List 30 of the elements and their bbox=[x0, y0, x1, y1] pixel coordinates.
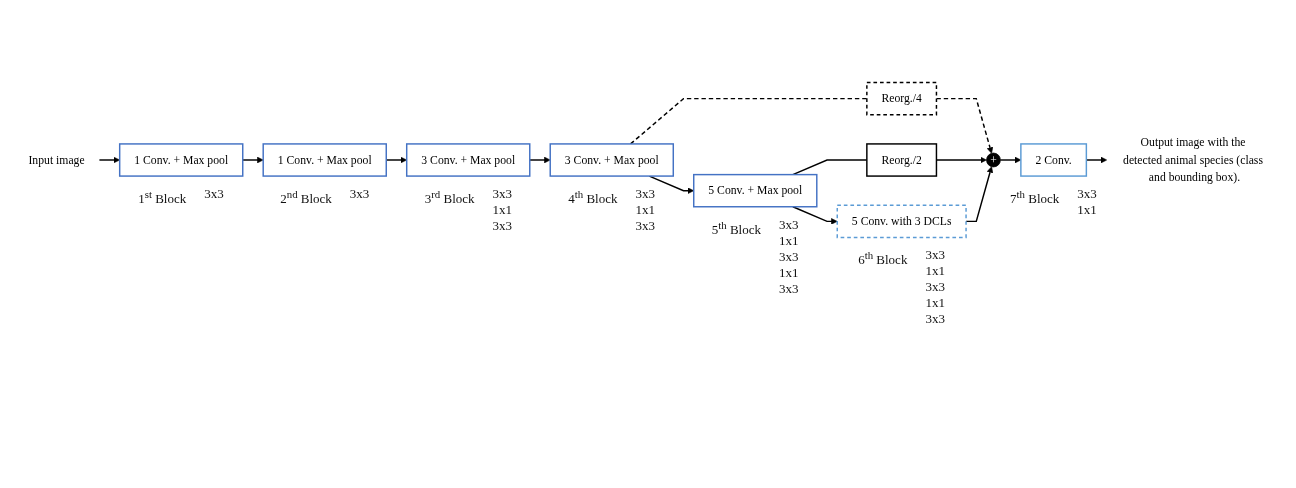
kernel-size-list: 3x3 1x1 3x3 bbox=[492, 186, 513, 235]
arrow bbox=[242, 156, 264, 164]
kernel-size-list: 3x3 bbox=[349, 186, 370, 208]
node-box: 1 Conv. + Max pool bbox=[118, 143, 244, 177]
block-caption: 1$^{st}$ Block bbox=[138, 187, 187, 208]
kernel-size-list: 3x3 1x1 3x3 bbox=[635, 186, 655, 235]
node-box: 5 Conv. with 3 DCLs bbox=[836, 204, 967, 239]
node-box: 3 Conv. + Max pool bbox=[549, 143, 674, 177]
block-caption: 7$^{th}$ Block bbox=[1010, 187, 1060, 209]
node-circle: + bbox=[986, 152, 1001, 168]
node-box: 5 Conv. + Max pool bbox=[693, 173, 818, 208]
node-text: Input image bbox=[28, 153, 85, 166]
arrow bbox=[98, 156, 120, 164]
kernel-size-list: 3x3 bbox=[204, 186, 224, 208]
node-box: 1 Conv. + Max pool bbox=[262, 143, 387, 177]
block-caption: 6$^{th}$ Block bbox=[858, 248, 908, 270]
arrow bbox=[529, 156, 551, 164]
block-caption: 4$^{th}$ Block bbox=[568, 187, 618, 209]
block-caption: 5$^{th}$ Block bbox=[711, 217, 761, 240]
kernel-size-list: 3x3 1x1 3x3 1x1 3x3 bbox=[779, 216, 799, 297]
node-box: 3 Conv. + Max pool bbox=[405, 143, 531, 177]
kernel-size-list: 3x3 1x1 bbox=[1077, 186, 1097, 219]
kernel-size-list: 3x3 1x1 3x3 1x1 3x3 bbox=[925, 247, 945, 328]
node-text: Output image with the detected animal species (class and bounding box). bbox=[1123, 135, 1263, 184]
node-box: Reorg./2 bbox=[866, 143, 938, 177]
node-box: Reorg./4 bbox=[866, 81, 938, 116]
block-caption: 2$^{nd}$ Block bbox=[280, 187, 332, 208]
arrow bbox=[792, 206, 838, 225]
block-caption: 3$^{rd}$ Block bbox=[424, 187, 475, 209]
node-box: 2 Conv. bbox=[1020, 143, 1088, 177]
